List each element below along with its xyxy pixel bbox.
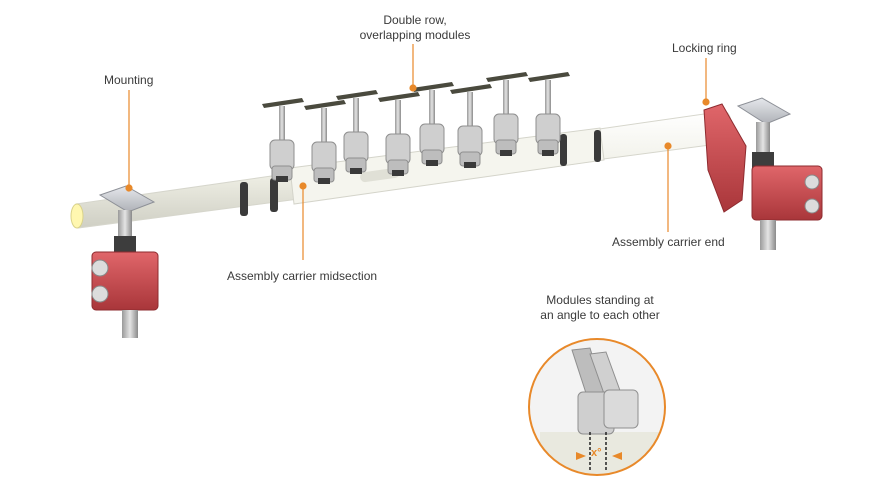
label-carrier-end: Assembly carrier end bbox=[612, 235, 725, 249]
label-modules-angle-line1: Modules standing at bbox=[546, 293, 654, 307]
module bbox=[378, 92, 420, 176]
module bbox=[412, 82, 454, 166]
leader-lines bbox=[125, 44, 710, 260]
tube-clamps bbox=[240, 130, 601, 216]
label-locking-ring: Locking ring bbox=[672, 41, 737, 55]
module bbox=[528, 72, 570, 156]
module bbox=[486, 72, 528, 156]
angle-detail-circle bbox=[528, 338, 666, 476]
label-double-row-line1: Double row, bbox=[383, 13, 447, 27]
right-mount bbox=[703, 97, 823, 250]
label-double-row-line2: overlapping modules bbox=[359, 28, 471, 42]
left-mount bbox=[91, 185, 159, 338]
label-modules-angle: Modules standing at an angle to each oth… bbox=[535, 293, 665, 323]
label-double-row: Double row, overlapping modules bbox=[355, 13, 475, 43]
label-modules-angle-line2: an angle to each other bbox=[540, 308, 660, 322]
module bbox=[336, 90, 378, 174]
label-midsection: Assembly carrier midsection bbox=[227, 269, 378, 283]
module-row bbox=[262, 72, 570, 184]
label-mounting: Mounting bbox=[104, 73, 154, 87]
module bbox=[450, 84, 492, 168]
angle-symbol: x° bbox=[591, 447, 602, 459]
module bbox=[262, 98, 304, 182]
module bbox=[304, 100, 346, 184]
